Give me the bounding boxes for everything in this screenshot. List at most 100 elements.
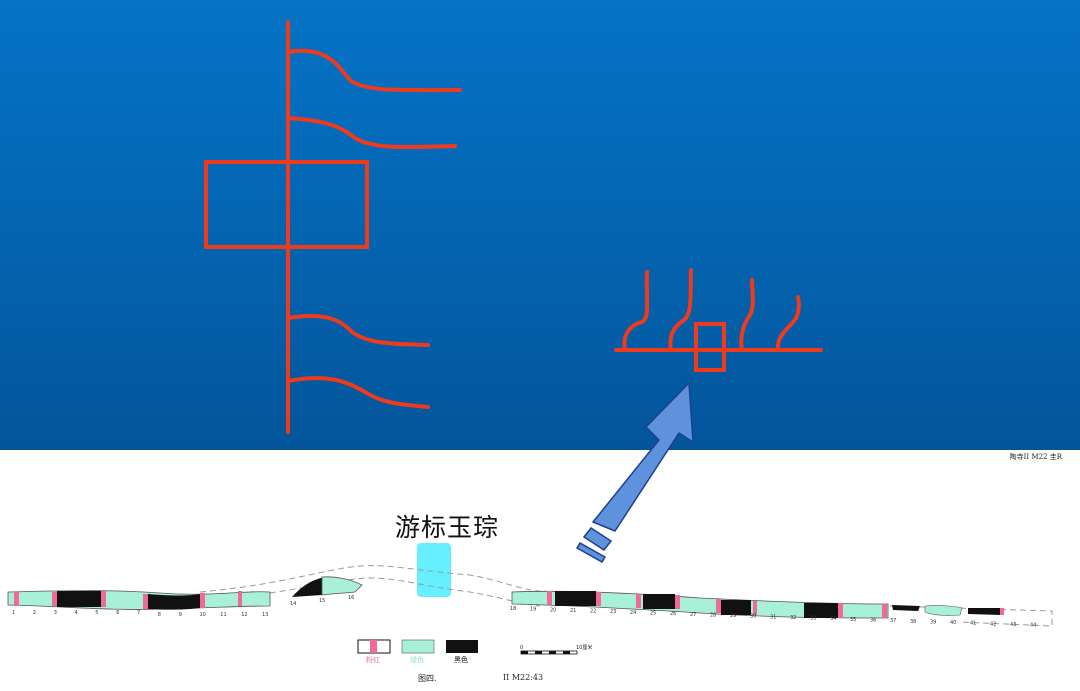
segment-number: 15 (319, 598, 325, 604)
painted-band-left (7, 590, 271, 610)
segment-number: 27 (690, 612, 696, 618)
segment-number: 25 (650, 611, 656, 617)
segment-pink-2 (52, 592, 57, 606)
legend-green-box (401, 639, 435, 654)
segment-number: 6 (116, 610, 119, 616)
segment-number: 9 (179, 612, 182, 618)
large-curve-4 (286, 376, 430, 409)
segment-number: 10 (200, 612, 206, 618)
segment-pink-14 (882, 604, 887, 618)
segment-black-7 (804, 603, 838, 618)
scale-zero-label: 0 (520, 645, 523, 651)
segment-number: 16 (348, 595, 354, 601)
segment-pink-13 (838, 603, 843, 618)
segment-number: 12 (241, 612, 247, 618)
legend-green-label: 绿色 (410, 655, 424, 664)
segment-number: 20 (550, 607, 556, 613)
segment-number: 13 (262, 612, 268, 618)
arrow-dash-1 (582, 526, 613, 552)
segment-number: 5 (95, 610, 98, 616)
segment-number: 29 (730, 613, 736, 619)
segment-number: 30 (750, 614, 756, 620)
segment-pink-4 (143, 594, 148, 609)
segment-pink-6 (238, 591, 242, 606)
segment-pink-12 (753, 601, 757, 615)
segment-black-1 (57, 591, 101, 607)
segment-pink-9 (636, 594, 641, 608)
segment-black-6 (721, 600, 751, 615)
segment-number: 36 (870, 618, 876, 624)
specimen-id: II M22:43 (503, 673, 544, 682)
segment-number: 18 (510, 606, 516, 612)
segment-green-mid (321, 576, 363, 596)
pointer-arrow (575, 382, 694, 564)
segment-number: 41 (970, 621, 976, 627)
segment-number: 26 (670, 611, 676, 617)
segment-number: 1 (12, 610, 15, 616)
figure-caption: 图四. (418, 674, 437, 683)
segment-number: 44 (1030, 623, 1036, 629)
large-curve-1 (286, 48, 462, 93)
segment-pink-5 (200, 593, 205, 608)
segment-pink-1 (14, 592, 19, 606)
cyan-slider-marker (417, 543, 451, 597)
segment-number: 34 (830, 616, 836, 622)
segment-number: 4 (75, 610, 78, 616)
segment-black-9 (968, 608, 1000, 615)
large-slider-box (204, 160, 369, 249)
segment-number: 24 (630, 610, 636, 616)
segment-number: 32 (790, 615, 796, 621)
segment-pink-7 (547, 591, 552, 605)
segment-number: 7 (137, 610, 140, 616)
small-curve-1 (622, 270, 650, 352)
segment-number: 14 (290, 601, 296, 607)
painted-band-middle (292, 576, 363, 597)
large-curve-3 (286, 313, 430, 347)
small-curve-2 (668, 268, 693, 352)
band-outline-left (7, 590, 271, 610)
segment-number: 40 (950, 620, 956, 626)
blue-diagram-panel (0, 0, 1080, 450)
jade-cong-caption: 游标玉琮 (395, 513, 500, 542)
small-curve-4 (775, 295, 801, 352)
large-schematic (204, 20, 462, 434)
small-slider-box (694, 322, 726, 372)
scale-unit-label: 10厘米 (576, 644, 592, 651)
segment-black-2 (148, 594, 200, 610)
segment-black-8 (892, 605, 920, 611)
arrow-dash-2 (575, 541, 607, 564)
segment-number: 3 (54, 610, 57, 616)
segment-number: 42 (990, 621, 996, 627)
segment-number: 38 (910, 619, 916, 625)
segment-black-3 (292, 577, 325, 597)
segment-number: 35 (850, 617, 856, 623)
segment-number: 31 (770, 614, 776, 620)
segment-number: 2 (33, 610, 36, 616)
scale-bar: 0 10厘米 (520, 644, 592, 655)
small-curve-3 (739, 278, 755, 352)
reference-label: 陶寺II M22 圭R (1009, 453, 1062, 461)
segment-black-4 (555, 591, 596, 606)
legend-black-box (446, 640, 478, 653)
segment-number: 8 (158, 612, 161, 618)
legend-pink-label: 粉红 (366, 655, 380, 664)
legend: 粉红 绿色 黑色 (357, 639, 478, 664)
segment-pink-10 (675, 595, 680, 609)
segment-pink-15 (1000, 608, 1004, 615)
segment-number: 39 (930, 619, 936, 625)
segment-number: 19 (530, 607, 536, 613)
band-outline-right (511, 590, 889, 619)
segment-green-end (924, 605, 963, 616)
segment-number: 21 (570, 608, 576, 614)
arrow-body (592, 382, 694, 532)
segment-number: 33 (810, 616, 816, 622)
segment-number: 37 (890, 618, 896, 624)
large-curve-2 (286, 116, 457, 150)
segment-pink-3 (101, 591, 106, 607)
legend-black-label: 黑色 (454, 655, 468, 664)
segment-number: 11 (220, 612, 226, 618)
segment-number: 43 (1010, 622, 1016, 628)
small-schematic (614, 268, 823, 372)
